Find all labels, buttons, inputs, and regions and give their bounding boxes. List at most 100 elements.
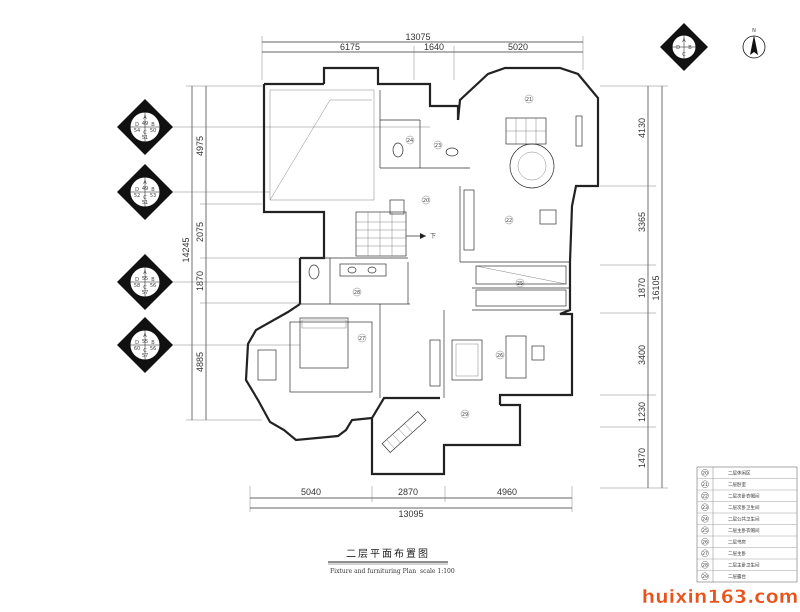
legend-row: 29 二层露台 [697, 570, 797, 580]
dim-left-2: 2075 [195, 222, 205, 242]
marker-2-bottom: C [143, 195, 147, 201]
room-tag-21: 21 [524, 94, 534, 104]
marker-1-sheet-left: 54 [134, 128, 140, 134]
vanity [339, 263, 387, 277]
dim-bottom-3: 4960 [497, 487, 517, 497]
right-dimension-chain: 4130 3365 1870 3400 1230 1470 16105 [600, 85, 668, 489]
marker-4-right: B [151, 340, 155, 346]
legend-number: 29 [702, 574, 708, 580]
round-bed [509, 143, 555, 189]
marker-4-bottom: C [143, 348, 147, 354]
legend-number: 21 [702, 482, 708, 488]
svg-text:23: 23 [435, 143, 441, 149]
marker-2-left: D [135, 187, 139, 193]
legend-row: 25 二层主卧衣帽间 [697, 524, 797, 534]
dim-bottom-1: 5040 [301, 487, 321, 497]
marker-4-sheet-left: 60 [134, 346, 140, 352]
room-tag-23: 23 [433, 140, 443, 150]
legend-number: 23 [702, 505, 708, 511]
room-tag-24: 24 [405, 135, 415, 145]
legend-room-name: 二层露台 [728, 573, 746, 580]
legend-number: 26 [702, 539, 708, 545]
north-arrow-icon: N [742, 28, 766, 59]
sofa [451, 339, 483, 381]
dim-top-1: 6175 [340, 42, 360, 52]
marker-2-right: B [151, 187, 155, 193]
marker-2-top: A [143, 180, 147, 186]
marker-4-sheet-top: 55 [142, 339, 148, 345]
dim-left-total: 14245 [181, 237, 191, 262]
marker-4-left: D [135, 340, 139, 346]
dim-right-6: 1470 [637, 448, 647, 468]
elevation-marker-3: A 55 D 58 B 56 C 57 [117, 254, 173, 310]
marker-2-sheet-bottom: 51 [142, 200, 148, 206]
dim-top-total: 13075 [405, 32, 430, 42]
marker-3-sheet-top: 55 [142, 276, 148, 282]
marker-1-sheet-top: 49 [142, 121, 148, 127]
room-tag-28: 28 [352, 287, 362, 297]
dim-right-4: 3400 [637, 345, 647, 365]
legend-number: 20 [702, 470, 708, 476]
marker-3-sheet-left: 58 [134, 283, 140, 289]
top-dimension-chain: 13075 6175 1640 5020 [261, 32, 584, 80]
dim-top-2: 1640 [424, 42, 444, 52]
dim-right-total: 16105 [651, 275, 661, 300]
svg-text:28: 28 [354, 290, 360, 296]
svg-text:26: 26 [497, 353, 503, 359]
master-rug [289, 321, 373, 393]
marker-4-top: A [143, 333, 147, 339]
dim-right-2: 3365 [637, 212, 647, 232]
legend-room-name: 二层次卧衣帽间 [728, 492, 760, 499]
compass-left: D [676, 45, 680, 51]
toilet [308, 264, 320, 280]
room-tag-20: 20 [421, 195, 431, 205]
marker-1-sheet-right: 50 [150, 128, 156, 134]
marker-3-right: B [151, 277, 155, 283]
svg-text:29: 29 [462, 412, 468, 418]
svg-text:25: 25 [517, 281, 523, 287]
bottom-dimension-chain: 5040 2870 4960 13095 [249, 486, 573, 519]
svg-text:22: 22 [506, 218, 512, 224]
stair-down-label: 下 [430, 233, 436, 240]
lounger [381, 410, 427, 454]
compass-top: A [682, 38, 686, 44]
elevation-marker-4: A 55 D 60 B 56 C 57 [117, 317, 173, 373]
dim-left-1: 4975 [195, 136, 205, 156]
room-tags: 20 21 22 23 24 25 26 27 28 29 [352, 94, 534, 419]
dim-right-1: 4130 [637, 118, 647, 138]
room-tag-22: 22 [504, 215, 514, 225]
marker-3-left: D [135, 277, 139, 283]
watermark: huixin163.com [641, 586, 798, 609]
marker-1-left: D [135, 122, 139, 128]
dim-bottom-2: 2870 [398, 487, 418, 497]
compass-bottom: C [682, 52, 686, 58]
drawing-scale: scale 1:100 [420, 568, 455, 575]
elevation-marker-2: A 49 D 52 B 53 C 51 [117, 164, 173, 220]
master-bed [299, 317, 349, 369]
svg-text:21: 21 [526, 97, 532, 103]
drawing-title: 二层平面布置图 [346, 548, 430, 560]
left-dimension-chain: 4975 2075 1870 4885 14245 [181, 85, 300, 421]
marker-4-sheet-bottom: 57 [142, 353, 148, 359]
compass-marker: A D B C [660, 23, 708, 71]
building-walls: 下 [244, 66, 600, 476]
marker-2-sheet-left: 52 [134, 193, 140, 199]
drawing-title-block: 二层平面布置图 Fixture and furnituring Plan sca… [328, 548, 455, 575]
dim-top-3: 5020 [508, 42, 528, 52]
room-tag-29: 29 [460, 409, 470, 419]
marker-3-bottom: C [143, 285, 147, 291]
legend-room-name: 二层主卧衣帽间 [728, 527, 760, 534]
dim-right-3: 1870 [637, 278, 647, 298]
room-tag-25: 25 [515, 278, 525, 288]
legend-number: 25 [702, 528, 708, 534]
marker-1-right: B [151, 122, 155, 128]
legend-room-name: 二层公共卫生间 [728, 515, 760, 522]
marker-1-top: A [143, 115, 147, 121]
legend-room-name: 二层卧室 [728, 481, 746, 488]
legend-number: 28 [702, 562, 708, 568]
